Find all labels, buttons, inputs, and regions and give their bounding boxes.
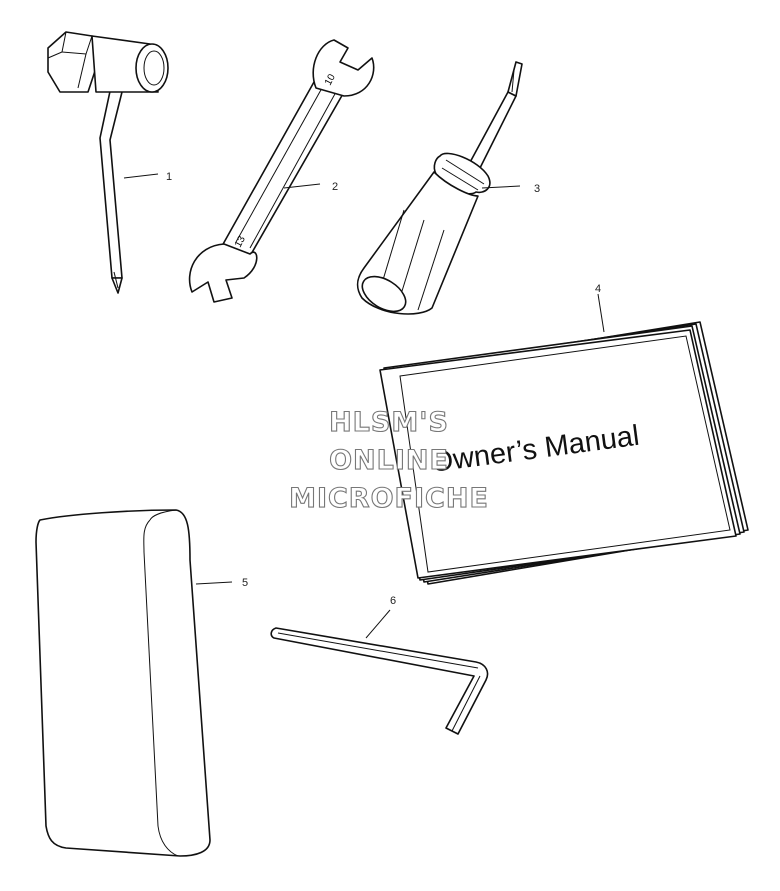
part-1-socket-wrench: [47, 31, 169, 294]
watermark-line-3: MICROFICHE: [289, 483, 489, 514]
watermark-line-2: ONLINE: [329, 445, 449, 476]
callout-numbers: 1 2 3 4 5 6: [166, 171, 601, 607]
part-4-owners-manual: Owner’s Manual: [379, 321, 749, 585]
callout-2: 2: [332, 181, 338, 193]
part-6-hex-key: [270, 627, 489, 735]
callout-1: 1: [166, 171, 172, 183]
watermark: HLSM'S ONLINE MICROFICHE: [289, 406, 489, 514]
part-3-screwdriver: [356, 61, 523, 315]
watermark-line-1: HLSM'S: [329, 407, 449, 438]
callout-6: 6: [390, 595, 396, 607]
wrench-size-top: 10: [323, 72, 338, 87]
callout-4: 4: [595, 283, 601, 295]
part-2-open-end-wrench: 10 13: [188, 39, 375, 303]
leader-lines: [123, 173, 605, 639]
callout-5: 5: [242, 577, 248, 589]
wrench-size-bottom: 13: [233, 234, 248, 249]
part-5-tool-bag: [35, 509, 211, 857]
callout-3: 3: [534, 183, 540, 195]
